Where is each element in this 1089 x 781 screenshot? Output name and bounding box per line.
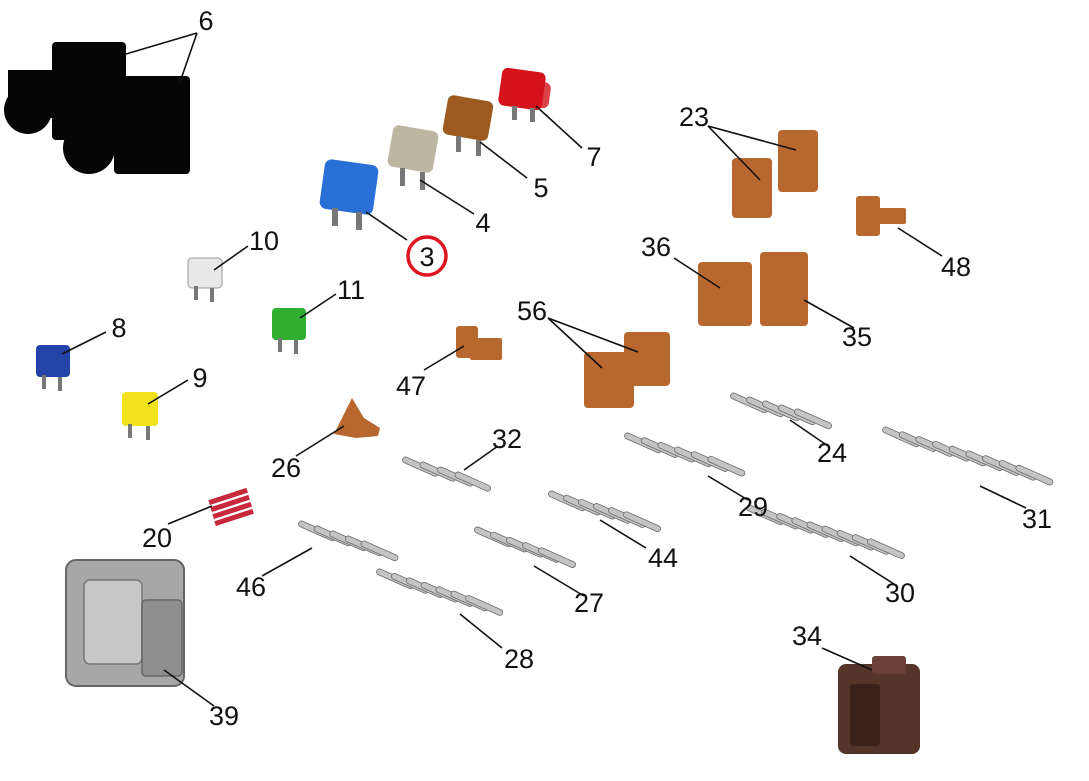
callout-23: 23 (679, 102, 709, 132)
callout-3-highlight-ring (406, 235, 448, 277)
callout-26: 26 (271, 453, 301, 483)
part-6-relays (4, 42, 190, 174)
callout-labels: 6 7 5 4 3 23 48 10 36 35 11 56 8 47 9 24… (111, 6, 1052, 731)
contact-pin (454, 471, 492, 492)
part-48-wedge-lock (856, 196, 906, 236)
callout-9: 9 (192, 363, 207, 393)
callout-20: 20 (142, 523, 172, 553)
part-44-contacts (548, 490, 661, 533)
part-26-sealing-plug (334, 398, 380, 438)
part-35-connector-receptacle (760, 252, 808, 326)
part-4-fuse-tan (387, 125, 439, 190)
part-10-fuse-white (187, 257, 223, 302)
contact-pin (465, 595, 504, 616)
callout-39: 39 (209, 701, 239, 731)
contact-pin (360, 540, 399, 562)
callout-46: 46 (236, 572, 266, 602)
part-32-contacts (402, 456, 492, 492)
part-7-fuse-red (498, 67, 551, 122)
callout-56: 56 (517, 296, 547, 326)
callout-34: 34 (792, 621, 822, 651)
part-29-contacts (624, 432, 746, 477)
contact-pin (623, 511, 661, 533)
part-27-contacts (474, 526, 576, 568)
callout-4: 4 (475, 208, 490, 238)
callout-32: 32 (492, 424, 522, 454)
callout-11: 11 (337, 275, 365, 305)
part-3-fuse-blue (319, 159, 379, 230)
callout-36: 36 (641, 232, 671, 262)
callout-35: 35 (842, 322, 872, 352)
callout-8: 8 (111, 313, 126, 343)
callout-3: 3 (419, 242, 434, 272)
part-34-plug-housing (838, 656, 920, 754)
part-23-connector-pair (732, 130, 818, 218)
part-36-connector-plug (698, 262, 752, 326)
part-47-wedge-lock (456, 326, 502, 360)
callout-24: 24 (817, 438, 847, 468)
callout-10: 10 (249, 226, 279, 256)
part-30-contacts (746, 504, 905, 559)
callout-31: 31 (1022, 504, 1052, 534)
part-28-contacts (376, 568, 504, 616)
part-46-contacts (298, 520, 399, 562)
part-11-fuse-green (272, 308, 306, 354)
callout-6: 6 (198, 6, 213, 36)
callout-48: 48 (941, 252, 971, 282)
leader-lines (61, 32, 1027, 707)
callout-7: 7 (586, 142, 601, 172)
contact-pin (867, 538, 905, 559)
callout-28: 28 (504, 644, 534, 674)
part-20-pins-red (208, 487, 254, 527)
part-24-contacts (730, 392, 832, 430)
part-5-fuse-brown (442, 95, 494, 156)
callout-47: 47 (396, 371, 426, 401)
callout-27: 27 (574, 588, 604, 618)
callout-44: 44 (648, 543, 678, 573)
part-39-receptacle-housing (65, 559, 185, 687)
callout-29: 29 (738, 492, 768, 522)
part-31-contacts (882, 426, 1054, 486)
part-56-connector-pair (584, 332, 670, 408)
part-8-fuse-navy (36, 345, 70, 391)
contact-pin (707, 455, 746, 477)
contact-pin (794, 408, 832, 430)
relay-lower (63, 76, 190, 174)
contact-pin (1015, 464, 1054, 486)
callout-5: 5 (533, 173, 548, 203)
callout-30: 30 (885, 578, 915, 608)
part-9-fuse-yellow (122, 392, 158, 440)
contact-pin (538, 547, 576, 568)
